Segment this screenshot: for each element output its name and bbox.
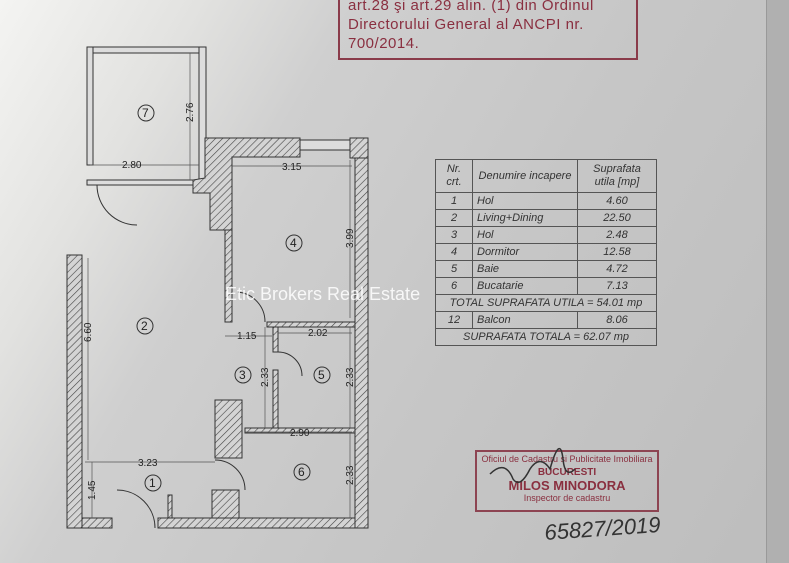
walls <box>66 46 369 529</box>
dimension-label: 2.76 <box>185 102 196 122</box>
cell-area: 4.72 <box>577 260 657 278</box>
dimension-lines <box>85 53 352 518</box>
dimension-label: 2.33 <box>345 367 356 387</box>
cell-name: Dormitor <box>472 243 578 261</box>
stamp-office: Oficiul de Cadastru si Publicitate Imobi… <box>481 454 653 464</box>
cell-name: Bucatarie <box>472 277 578 295</box>
svg-text:3: 3 <box>239 368 246 382</box>
column-header: Suprafata utila [mp] <box>577 159 657 193</box>
dimension-labels: 2.80 2.76 3.15 3.99 6.60 1.15 2.33 2.02 … <box>83 102 356 500</box>
official-stamp: Oficiul de Cadastru si Publicitate Imobi… <box>475 450 659 512</box>
svg-text:7: 7 <box>142 106 149 120</box>
cell-area: 4.60 <box>577 192 657 210</box>
stamp-inspector-name: MILOS MINODORA <box>508 478 626 493</box>
dimension-label: 2.02 <box>308 328 328 339</box>
watermark: Etic Brokers Real Estate <box>225 284 421 304</box>
handwritten-signature: 65827/2019 <box>489 447 662 545</box>
room-area-table: Nr. crt. Denumire incapere Suprafata uti… <box>435 159 657 346</box>
dimension-label: 2.33 <box>345 465 356 485</box>
cell-nr: 2 <box>435 209 473 227</box>
dimension-label: 3.23 <box>138 458 158 469</box>
svg-text:1: 1 <box>149 476 156 490</box>
room-number-markers: 1 2 3 4 5 6 7 <box>136 104 331 492</box>
stamp-line: art.28 şi art.29 alin. (1) din Ordinul <box>348 0 594 14</box>
total-row: SUPRAFATA TOTALA = 62.07 mp <box>435 328 657 346</box>
room-marker-4: 4 <box>285 234 303 252</box>
cell-nr: 12 <box>435 311 473 329</box>
paper-edge <box>766 0 789 563</box>
dimension-label: 2.90 <box>290 428 310 439</box>
room-marker-7: 7 <box>137 104 155 122</box>
cell-nr: 3 <box>435 226 473 244</box>
dimension-label: 1.45 <box>87 480 98 500</box>
handwritten-number: 65827/2019 <box>544 512 662 545</box>
cell-name: Living+Dining <box>472 209 578 227</box>
room-marker-6: 6 <box>293 463 311 481</box>
svg-text:4: 4 <box>290 236 297 250</box>
cell-name: Balcon <box>472 311 578 329</box>
room-marker-2: 2 <box>136 317 154 335</box>
cell-nr: 6 <box>435 277 473 295</box>
cell-name: Baie <box>472 260 578 278</box>
room-marker-5: 5 <box>313 366 331 384</box>
cell-nr: 1 <box>435 192 473 210</box>
room-marker-3: 3 <box>234 366 252 384</box>
stamp-line: 700/2014. <box>348 35 420 52</box>
room-marker-1: 1 <box>144 474 162 492</box>
door-swings <box>96 184 303 529</box>
dimension-label: 6.60 <box>83 322 94 342</box>
cell-nr: 5 <box>435 260 473 278</box>
stamp-city: BUCURESTI <box>537 467 597 478</box>
cell-name: Hol <box>472 192 578 210</box>
legal-reference-stamp: art.28 şi art.29 alin. (1) din Ordinul D… <box>338 0 638 60</box>
cell-area: 12.58 <box>577 243 657 261</box>
dimension-label: 1.15 <box>237 331 257 342</box>
stamp-inspector-title: Inspector de cadastru <box>523 493 611 503</box>
stamp-line: Directorului General al ANCPI nr. <box>348 16 584 33</box>
total-utila: TOTAL SUPRAFATA UTILA = 54.01 mp <box>435 294 657 312</box>
cell-area: 22.50 <box>577 209 657 227</box>
total-area: SUPRAFATA TOTALA = 62.07 mp <box>435 328 657 346</box>
cell-name: Hol <box>472 226 578 244</box>
cell-area: 2.48 <box>577 226 657 244</box>
total-utila-row: TOTAL SUPRAFATA UTILA = 54.01 mp <box>435 294 657 312</box>
cell-area: 8.06 <box>577 311 657 329</box>
svg-text:6: 6 <box>298 465 305 479</box>
cell-nr: 4 <box>435 243 473 261</box>
svg-text:2: 2 <box>141 319 148 333</box>
table-header-row: Nr. crt. Denumire incapere Suprafata uti… <box>435 159 657 193</box>
dimension-label: 3.15 <box>282 162 302 173</box>
dimension-label: 3.99 <box>345 228 356 248</box>
svg-text:5: 5 <box>318 368 325 382</box>
column-header: Nr. crt. <box>435 159 473 193</box>
column-header: Denumire incapere <box>472 159 578 193</box>
dimension-label: 2.80 <box>122 160 142 171</box>
dimension-label: 2.33 <box>260 367 271 387</box>
cell-area: 7.13 <box>577 277 657 295</box>
